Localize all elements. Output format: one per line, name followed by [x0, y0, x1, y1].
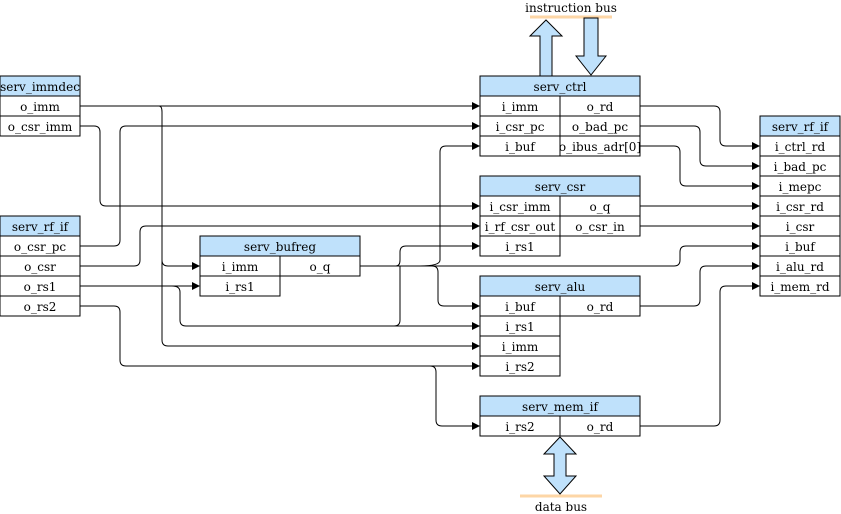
block-serv-alu: serv_alu i_buf o_rd i_rs1 i_imm i_rs2: [479, 275, 641, 377]
block-serv-rf-if-right: serv_rf_if i_ctrl_rd i_bad_pc i_mepc i_c…: [759, 115, 841, 297]
block-serv-ctrl: serv_ctrl i_imm o_rd i_csr_pc o_bad_pc i…: [479, 75, 641, 157]
data-bus: data bus: [520, 436, 602, 514]
block-serv-bufreg: serv_bufreg i_imm o_q i_rs1: [199, 235, 361, 297]
port-o-csr-pc: o_csr_pc: [14, 240, 67, 254]
port-i-alu-rd: i_alu_rd: [776, 260, 824, 274]
block-title: serv_immdec: [0, 80, 80, 94]
block-title: serv_rf_if: [12, 220, 70, 234]
port-o-ibus-adr: o_ibus_adr[0]: [559, 140, 641, 154]
port-i-imm: i_imm: [502, 100, 539, 114]
block-title: serv_mem_if: [522, 400, 599, 414]
port-i-ctrl-rd: i_ctrl_rd: [775, 140, 826, 154]
instruction-bus: instruction bus: [525, 1, 617, 77]
port-o-csr-in: o_csr_in: [575, 220, 625, 234]
block-title: serv_ctrl: [534, 80, 587, 94]
port-o-rd: o_rd: [587, 420, 614, 434]
instruction-bus-down-arrow: [574, 17, 608, 76]
port-i-rs2: i_rs2: [505, 360, 534, 374]
block-serv-mem-if: serv_mem_if i_rs2 o_rd: [479, 395, 641, 437]
port-o-rs2: o_rs2: [24, 300, 57, 314]
port-o-rd: o_rd: [587, 100, 614, 114]
block-title: serv_rf_if: [772, 120, 830, 134]
port-i-imm: i_imm: [502, 340, 539, 354]
block-serv-rf-if-left: serv_rf_if o_csr_pc o_csr o_rs1 o_rs2: [0, 215, 81, 317]
data-bus-label: data bus: [535, 500, 587, 514]
port-i-rs1: i_rs1: [505, 240, 534, 254]
block-title: serv_csr: [535, 180, 586, 194]
port-i-rs1: i_rs1: [225, 280, 254, 294]
port-i-buf: i_buf: [505, 140, 536, 154]
port-i-csr-rd: i_csr_rd: [776, 200, 824, 214]
block-serv-immdec: serv_immdec o_imm o_csr_imm: [0, 75, 81, 137]
port-i-csr-imm: i_csr_imm: [489, 200, 551, 214]
port-i-csr: i_csr: [786, 220, 815, 234]
port-o-imm: o_imm: [20, 100, 60, 114]
port-o-q: o_q: [590, 200, 611, 214]
port-o-bad-pc: o_bad_pc: [572, 120, 628, 134]
block-title: serv_bufreg: [244, 240, 316, 254]
port-i-buf: i_buf: [785, 240, 816, 254]
port-o-csr-imm: o_csr_imm: [8, 120, 73, 134]
port-o-csr: o_csr: [24, 260, 56, 274]
data-bus-double-arrow: [542, 436, 578, 495]
port-i-mem-rd: i_mem_rd: [770, 280, 829, 294]
block-title: serv_alu: [535, 280, 586, 294]
port-i-buf: i_buf: [505, 300, 536, 314]
port-o-rs1: o_rs1: [24, 280, 57, 294]
port-i-imm: i_imm: [222, 260, 259, 274]
instruction-bus-label: instruction bus: [525, 1, 617, 15]
port-i-mepc: i_mepc: [779, 180, 822, 194]
port-o-rd: o_rd: [587, 300, 614, 314]
wires: [80, 102, 760, 430]
port-i-csr-pc: i_csr_pc: [496, 120, 545, 134]
instruction-bus-up-arrow: [528, 19, 564, 77]
port-i-rs1: i_rs1: [505, 320, 534, 334]
port-i-rs2: i_rs2: [505, 420, 534, 434]
port-i-bad-pc: i_bad_pc: [774, 160, 827, 174]
port-o-q: o_q: [310, 260, 331, 274]
port-i-rf-csr-out: i_rf_csr_out: [485, 220, 556, 234]
block-serv-csr: serv_csr i_csr_imm o_q i_rf_csr_out o_cs…: [479, 175, 641, 257]
